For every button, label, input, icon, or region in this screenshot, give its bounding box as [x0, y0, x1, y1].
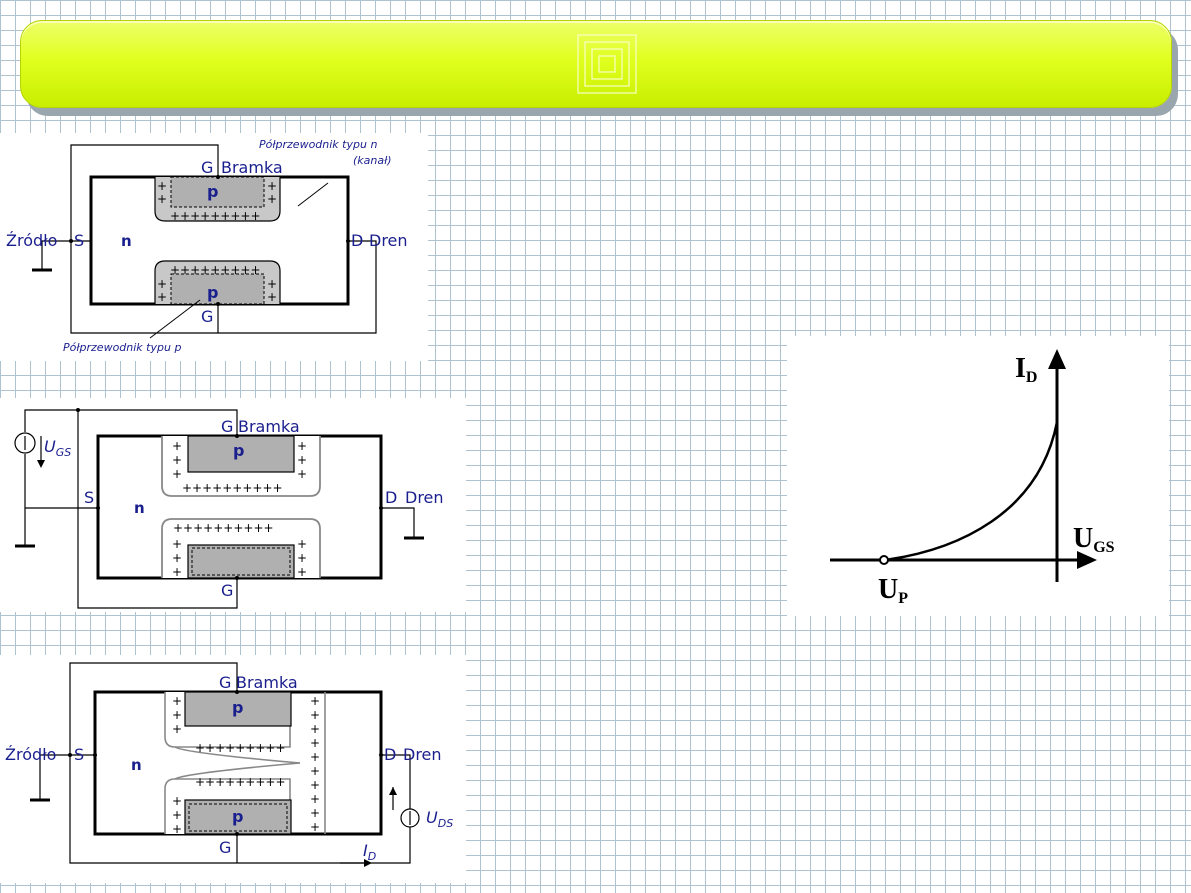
title-banner [20, 20, 1172, 108]
gate-label: Bramka [238, 417, 300, 436]
drain-label: Dren [403, 745, 442, 764]
ugs-label: UGS [44, 437, 71, 459]
svg-text:+: + [310, 806, 320, 820]
svg-text:+: + [310, 792, 320, 806]
gate-terminal-top: G [201, 158, 213, 177]
svg-text:+: + [267, 290, 277, 304]
svg-text:+: + [297, 537, 307, 551]
source-terminal: S [74, 231, 84, 250]
id-label: ID [363, 841, 376, 863]
gate-label: Bramka [236, 673, 298, 692]
svg-text:+: + [310, 694, 320, 708]
svg-text:+: + [172, 808, 182, 822]
gate-terminal-bottom: G [221, 581, 233, 600]
drain-terminal: D [385, 488, 397, 507]
svg-text:+: + [157, 277, 167, 291]
n-type-annotation: Półprzewodnik typu n [259, 138, 377, 151]
svg-text:+: + [297, 551, 307, 565]
svg-text:+: + [157, 192, 167, 206]
source-terminal: S [74, 745, 84, 764]
svg-text:+: + [157, 290, 167, 304]
svg-text:+: + [172, 708, 182, 722]
svg-text:+: + [310, 736, 320, 750]
n-region-label: n [134, 499, 145, 517]
jfet-pinch-off-diagram: +++ +++ +++++++++ +++++++++ ++++++++++ Ź… [0, 655, 466, 883]
p-region-top: p [233, 441, 244, 460]
channel-annotation: (kanał) [353, 154, 392, 167]
svg-text:+: + [310, 750, 320, 764]
drain-terminal: D [384, 745, 396, 764]
svg-text:+: + [297, 565, 307, 579]
svg-text:+: + [172, 439, 182, 453]
p-region-top: p [207, 182, 218, 201]
gate-terminal-bottom: G [201, 307, 213, 326]
source-label: Źródło [5, 745, 56, 764]
n-region-label: n [121, 232, 132, 250]
source-label: Źródło [6, 231, 57, 250]
svg-text:+++++++++: +++++++++ [170, 263, 261, 277]
svg-text:+: + [297, 467, 307, 481]
svg-text:+: + [157, 179, 167, 193]
svg-text:+: + [172, 565, 182, 579]
svg-text:+: + [172, 453, 182, 467]
jfet-structure-diagram: ++ ++ +++++++++ +++++++++ ++ ++ Źródło S… [0, 133, 428, 361]
gate-terminal-top: G [221, 417, 233, 436]
transfer-characteristic-graph: ID UGS UP [787, 336, 1169, 616]
p-region-bottom: p [232, 807, 243, 826]
svg-text:+: + [310, 708, 320, 722]
banner-ornament [577, 34, 637, 94]
svg-text:+++++++++: +++++++++ [195, 741, 286, 755]
svg-text:+: + [172, 822, 182, 836]
svg-text:+: + [310, 764, 320, 778]
gate-terminal-top: G [219, 673, 231, 692]
source-terminal: S [84, 488, 94, 507]
svg-text:+: + [310, 778, 320, 792]
svg-text:+: + [267, 179, 277, 193]
svg-text:+: + [172, 537, 182, 551]
svg-text:+: + [297, 439, 307, 453]
drain-label: Dren [405, 488, 444, 507]
svg-text:+++++++++: +++++++++ [195, 775, 286, 789]
svg-text:++++++++++: ++++++++++ [182, 481, 283, 495]
drain-terminal: D [351, 231, 363, 250]
x-axis-label: UGS [1073, 523, 1115, 556]
p-type-annotation: Półprzewodnik typu p [63, 341, 181, 354]
svg-text:+: + [172, 694, 182, 708]
drain-label: Dren [369, 231, 408, 250]
svg-text:+: + [310, 722, 320, 736]
y-axis-label: ID [1015, 353, 1037, 386]
svg-text:+: + [267, 277, 277, 291]
uds-label: UDS [426, 808, 453, 830]
pinch-off-voltage-label: UP [878, 574, 908, 607]
svg-text:+: + [267, 192, 277, 206]
jfet-gate-bias-diagram: +++ +++ ++++++++++ ++++++++++ +++ +++ UG… [0, 398, 466, 612]
svg-text:+: + [172, 794, 182, 808]
svg-text:+: + [297, 453, 307, 467]
svg-text:+++++++++: +++++++++ [170, 209, 261, 223]
gate-terminal-bottom: G [219, 838, 231, 857]
svg-text:+: + [172, 722, 182, 736]
svg-text:++++++++++: ++++++++++ [173, 521, 274, 535]
p-region-bottom: p [207, 283, 218, 302]
gate-label: Bramka [221, 158, 283, 177]
svg-text:+: + [310, 820, 320, 834]
svg-text:+: + [172, 551, 182, 565]
n-region-label: n [131, 756, 142, 774]
svg-text:+: + [172, 467, 182, 481]
p-region-top: p [232, 698, 243, 717]
